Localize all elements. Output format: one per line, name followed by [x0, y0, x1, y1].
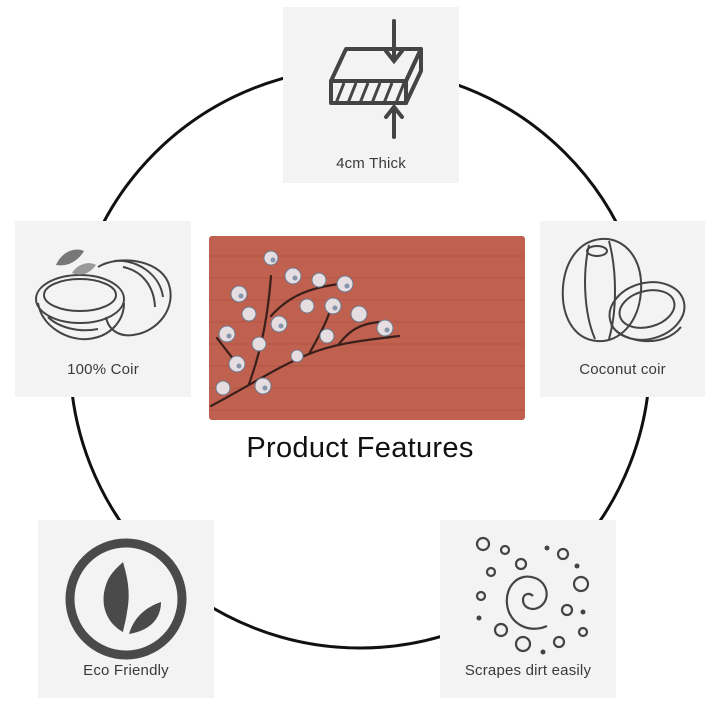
- feature-card-thick: 4cm Thick: [283, 7, 459, 183]
- coconut-icon: [540, 231, 705, 356]
- compressed-block-icon: [283, 19, 459, 139]
- feature-label-coconut: Coconut coir: [579, 361, 666, 378]
- feature-card-coconut: Coconut coir: [540, 221, 705, 397]
- dirt-swirl-icon: [440, 534, 616, 659]
- blossoms: [215, 250, 394, 396]
- feature-label-thick: 4cm Thick: [336, 155, 406, 172]
- feature-card-eco: Eco Friendly: [38, 520, 214, 698]
- product-features-title: Product Features: [246, 432, 474, 464]
- coconut-halves-icon: [15, 237, 191, 347]
- feature-label-coir: 100% Coir: [67, 361, 139, 378]
- feature-card-coir: 100% Coir: [15, 221, 191, 397]
- feature-label-eco: Eco Friendly: [83, 662, 169, 679]
- doormat-image: [209, 236, 525, 420]
- feature-label-scrape: Scrapes dirt easily: [464, 662, 592, 679]
- leaf-circle-icon: [38, 536, 214, 666]
- feature-card-scrape: Scrapes dirt easily: [440, 520, 616, 698]
